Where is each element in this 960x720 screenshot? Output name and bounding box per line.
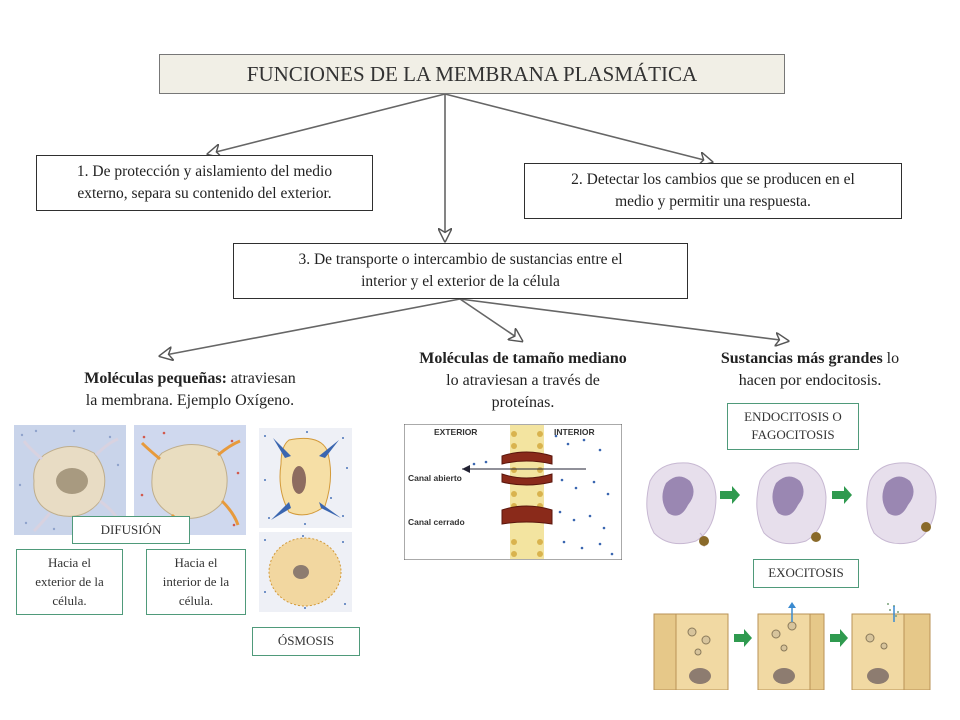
- function-1-line-1: 1. De protección y aislamiento del medio: [76, 163, 333, 180]
- hacia-exterior-label: Hacia el exterior de la célula.: [16, 549, 123, 615]
- step-arrow-icon: [734, 629, 752, 647]
- small-molecules-rest: atraviesan: [226, 370, 296, 387]
- osmosis-illustration-top: [259, 428, 352, 528]
- function-3-box: 3. De transporte o intercambio de sustan…: [233, 243, 688, 299]
- exocytosis-cell-3: [851, 603, 931, 690]
- exocytosis-cell-1: [653, 613, 729, 690]
- page-title: FUNCIONES DE LA MEMBRANA PLASMÁTICA: [159, 54, 785, 94]
- channel-interior-label: INTERIOR: [554, 427, 595, 437]
- arrow-to-function-1: [208, 93, 446, 154]
- function-3-line-2: interior y el exterior de la célula: [361, 273, 560, 290]
- arrow-to-function-2: [444, 93, 712, 162]
- function-3-line-1: 3. De transporte o intercambio de sustan…: [298, 251, 623, 268]
- large-substances-line-2: hacen por endocitosis.: [738, 372, 882, 389]
- exocitosis-label: EXOCITOSIS: [753, 559, 859, 588]
- osmosis-illustration-bottom: [259, 532, 352, 612]
- function-2-line-1: 2. Detectar los cambios que se producen …: [571, 171, 855, 188]
- large-substances-text: Sustancias más grandes lo hacen por endo…: [690, 348, 930, 392]
- endocytosis-cell-1: [646, 462, 717, 548]
- function-2-line-2: medio y permitir una respuesta.: [615, 193, 811, 210]
- arrow-to-small: [160, 298, 461, 356]
- osmosis-label: ÓSMOSIS: [252, 627, 360, 656]
- exocytosis-cell-2: [757, 602, 825, 690]
- channel-open-label: Canal abierto: [408, 473, 462, 483]
- channel-closed-label: Canal cerrado: [408, 517, 465, 527]
- function-1-box: 1. De protección y aislamiento del medio…: [36, 155, 373, 211]
- function-1-line-2: externo, separa su contenido del exterio…: [77, 185, 332, 202]
- step-arrow-icon: [832, 486, 852, 504]
- step-arrow-icon: [830, 629, 848, 647]
- exocytosis-sequence: [653, 602, 931, 690]
- hacia-interior-label: Hacia el interior de la célula.: [146, 549, 246, 615]
- medium-molecules-line-3: proteínas.: [491, 394, 555, 411]
- function-2-box: 2. Detectar los cambios que se producen …: [524, 163, 902, 219]
- medium-molecules-text: Moléculas de tamaño mediano lo atraviesa…: [386, 348, 660, 414]
- small-molecules-line-2: la membrana. Ejemplo Oxígeno.: [85, 392, 295, 409]
- difusion-label: DIFUSIÓN: [72, 516, 190, 544]
- large-substances-rest: lo: [882, 350, 900, 367]
- small-molecules-bold: Moléculas pequeñas:: [84, 370, 227, 387]
- endocytosis-sequence: [646, 462, 937, 548]
- medium-molecules-line-2: lo atraviesan a través de: [446, 372, 600, 389]
- endocytosis-cell-2: [756, 462, 827, 545]
- endocitosis-label: ENDOCITOSIS O FAGOCITOSIS: [727, 403, 859, 450]
- channel-figure: EXTERIOR INTERIOR Canal abierto Canal ce…: [404, 424, 622, 560]
- arrow-to-medium: [459, 298, 522, 341]
- channel-exterior-label: EXTERIOR: [434, 427, 477, 437]
- medium-molecules-bold: Moléculas de tamaño mediano: [419, 350, 627, 367]
- arrow-to-large: [459, 298, 788, 341]
- small-molecules-text: Moléculas pequeñas: atraviesan la membra…: [40, 368, 340, 412]
- large-substances-bold: Sustancias más grandes: [720, 350, 883, 367]
- step-arrow-icon: [720, 486, 740, 504]
- endocytosis-cell-3: [866, 462, 937, 545]
